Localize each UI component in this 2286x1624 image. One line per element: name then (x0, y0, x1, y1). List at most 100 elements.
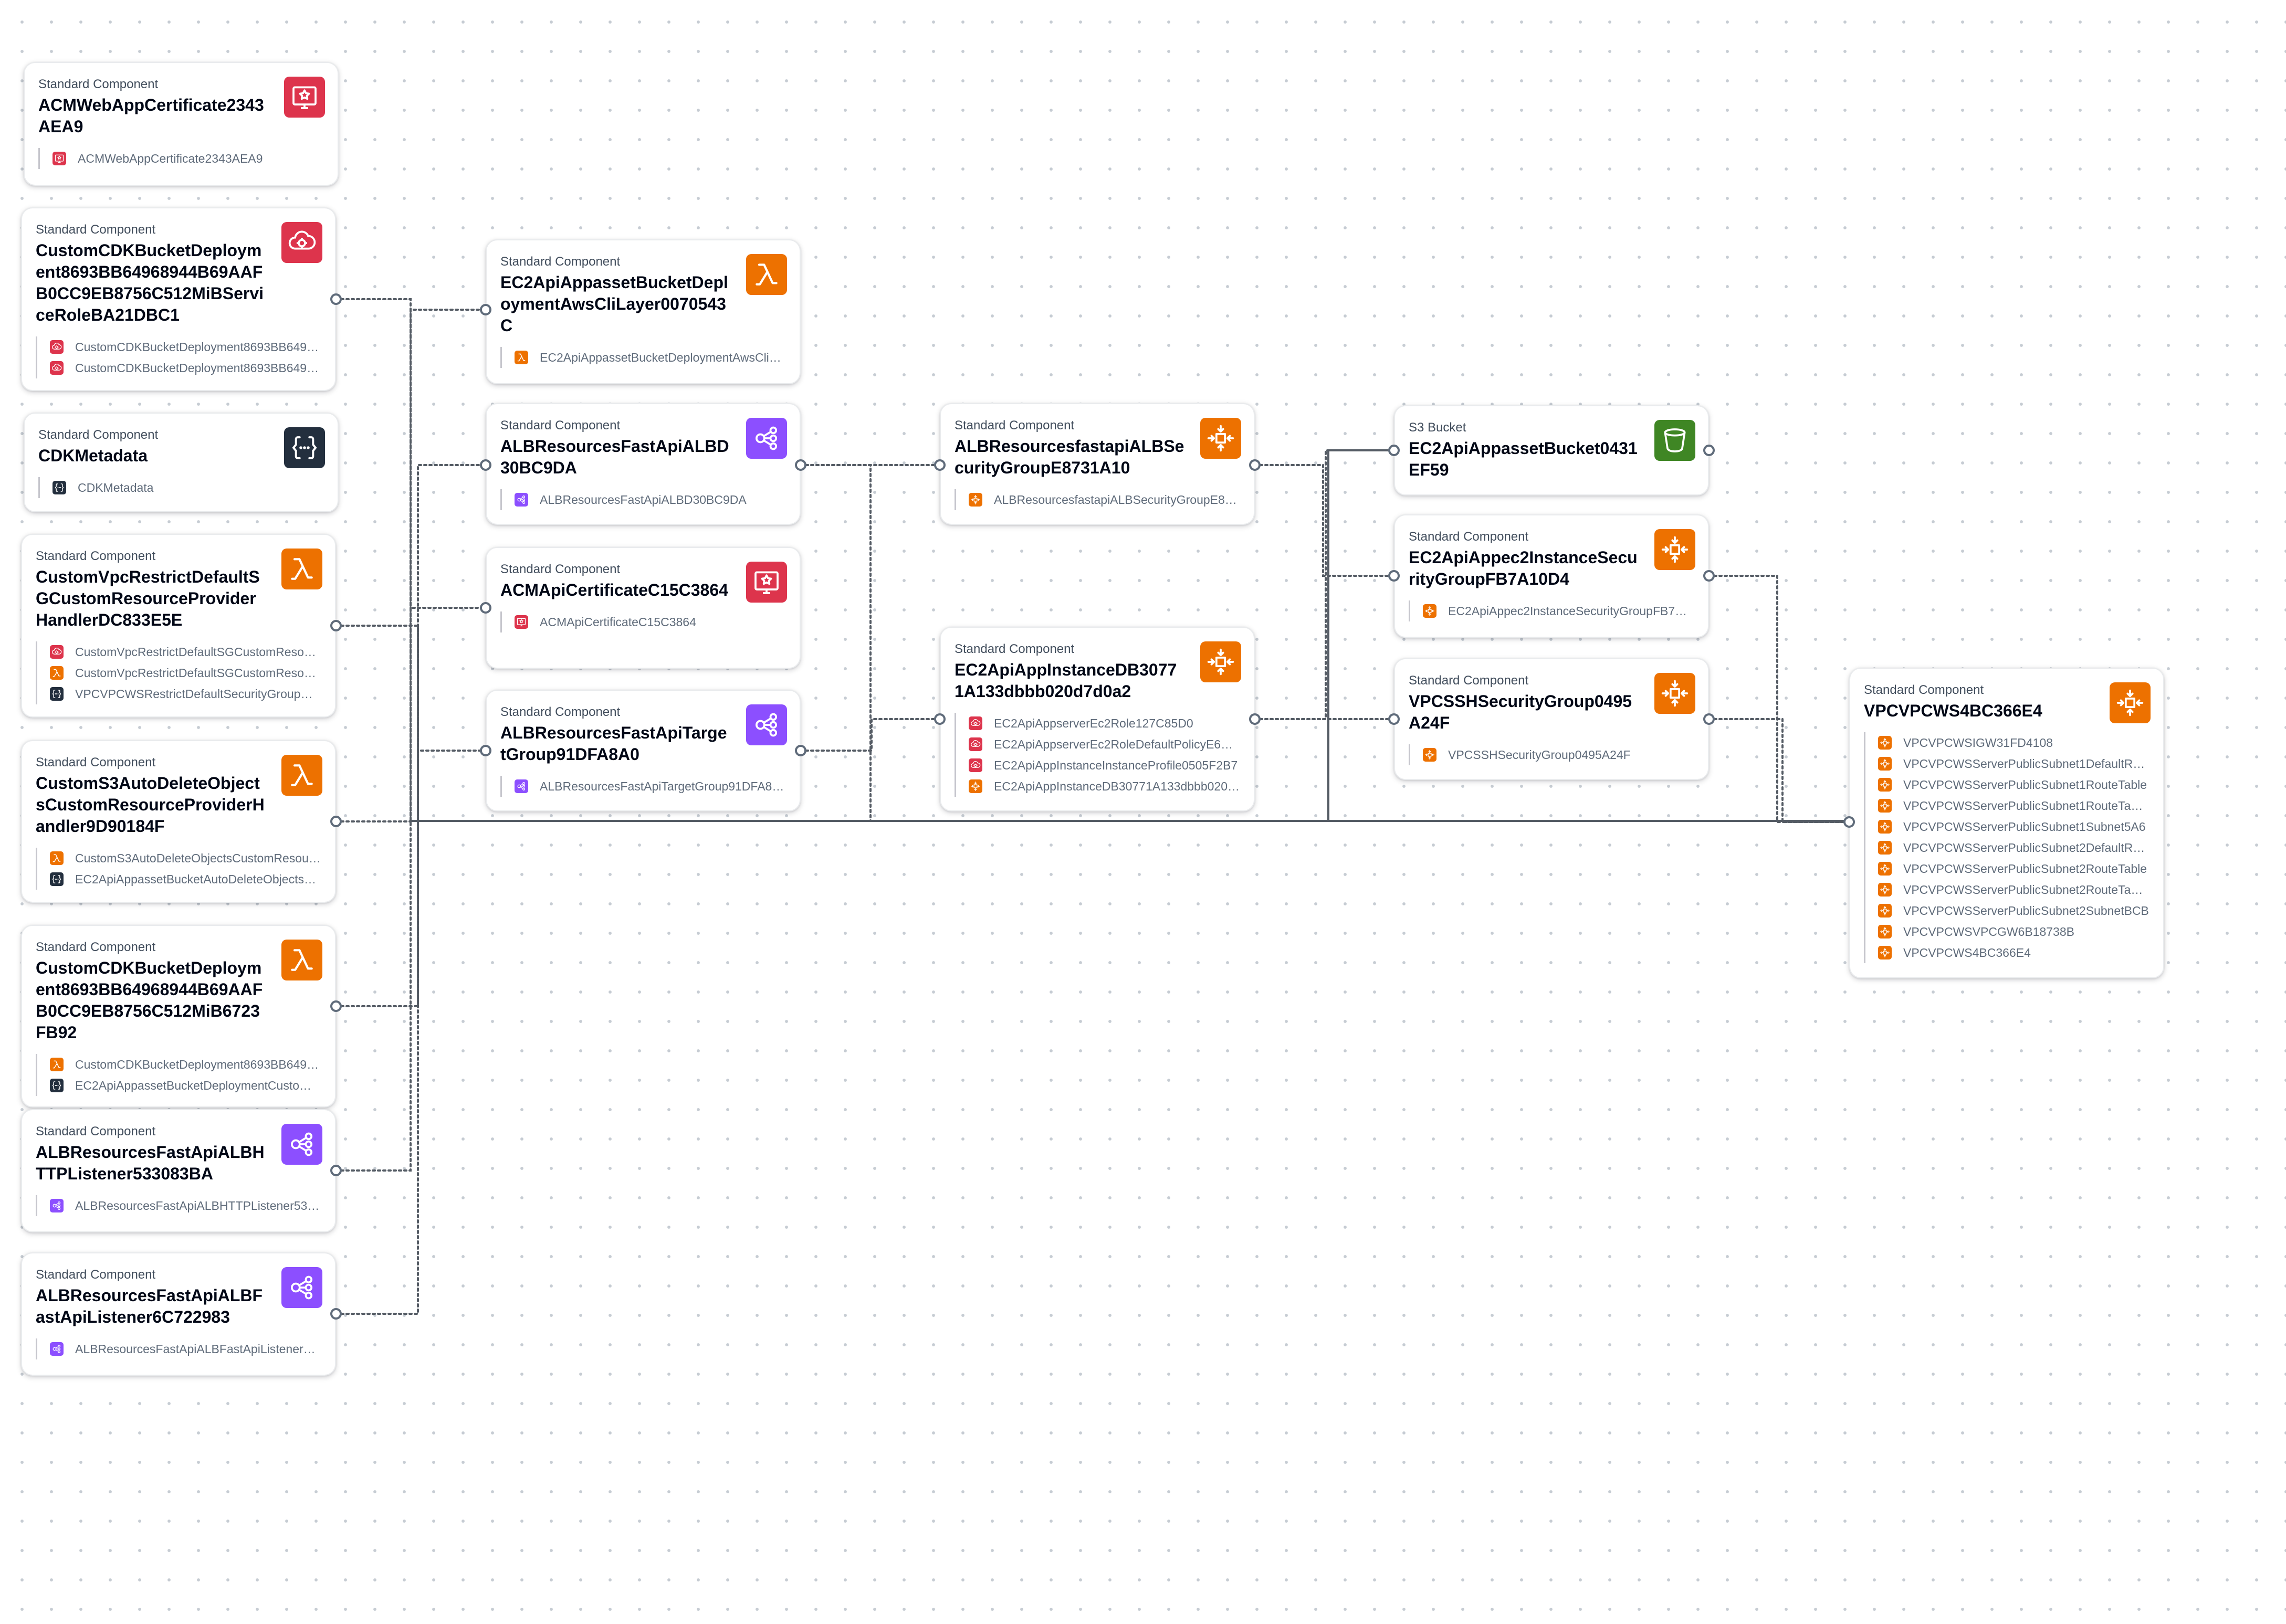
node-type-label: S3 Bucket (1409, 420, 1466, 435)
input-port[interactable] (934, 713, 946, 725)
resource-item[interactable]: EC2ApiAppserverEc2RoleDefaultPolicyE6E1F… (969, 734, 1240, 755)
output-port[interactable] (330, 1165, 342, 1176)
input-port[interactable] (480, 602, 491, 614)
iam-role-icon (969, 737, 982, 751)
lambda-icon (281, 940, 322, 980)
output-port[interactable] (330, 620, 342, 631)
resource-item[interactable]: ALBResourcesFastApiALBD30BC9DA (515, 489, 786, 510)
resource-item[interactable]: EC2ApiAppserverEc2Role127C85D0 (969, 713, 1240, 734)
resource-item[interactable]: VPCVPCWSServerPublicSubnet1DefaultRoute (1878, 753, 2149, 774)
resource-item[interactable]: EC2ApiAppInstanceDB30771A133dbbb020d7d0a… (969, 776, 1240, 797)
resource-item[interactable]: EC2ApiAppassetBucketDeploymentCustomReso… (50, 1075, 321, 1096)
resource-item[interactable]: ACMWebAppCertificate2343AEA9 (53, 148, 324, 169)
input-port[interactable] (480, 745, 491, 756)
resource-label: VPCVPCWSServerPublicSubnet2DefaultRoute (1903, 840, 2149, 855)
output-port[interactable] (1249, 459, 1261, 471)
output-port[interactable] (1703, 713, 1715, 725)
resource-item[interactable]: VPCVPCWSServerPublicSubnet2DefaultRoute (1878, 837, 2149, 858)
metadata-icon (50, 872, 64, 886)
resource-label: VPCVPCWSServerPublicSubnet1RouteTable (1903, 777, 2147, 792)
input-port[interactable] (1388, 445, 1400, 456)
resource-item[interactable]: EC2ApiAppassetBucketDeploymentAwsCliLaye… (515, 347, 786, 368)
security-group-icon (1200, 641, 1241, 682)
resource-item[interactable]: VPCVPCWSIGW31FD4108 (1878, 732, 2149, 753)
resource-item[interactable]: ALBResourcesFastApiALBFastApiListener6C7… (50, 1338, 321, 1359)
elb-icon (515, 779, 528, 793)
output-port[interactable] (1703, 445, 1715, 456)
output-port[interactable] (1703, 570, 1715, 582)
resource-list: ALBResourcesFastApiTargetGroup91DFA8A0 (500, 776, 786, 797)
node-title: VPCVPCWS4BC366E4 (1864, 701, 2042, 720)
input-port[interactable] (1388, 570, 1400, 582)
node-type-label: Standard Component (500, 562, 621, 576)
resource-item[interactable]: ACMApiCertificateC15C3864 (515, 611, 786, 632)
output-port[interactable] (330, 1308, 342, 1320)
resource-label: VPCVPCWSServerPublicSubnet2RouteTableAss… (1903, 882, 2149, 897)
resource-item[interactable]: CustomCDKBucketDeployment8693BB64968944B… (50, 1054, 321, 1075)
resource-item[interactable]: VPCVPCWSServerPublicSubnet2RouteTableAss… (1878, 879, 2149, 900)
resource-item[interactable]: VPCVPCWS4BC366E4 (1878, 942, 2149, 963)
resource-item[interactable]: VPCVPCWSRestrictDefaultSecurityGroupCust… (50, 683, 321, 704)
resource-item[interactable]: VPCVPCWSServerPublicSubnet2RouteTable (1878, 858, 2149, 879)
input-port[interactable] (480, 459, 491, 471)
certificate-icon (746, 562, 787, 603)
resource-item[interactable]: VPCVPCWSVPCGW6B18738B (1878, 921, 2149, 942)
resource-item[interactable]: CustomS3AutoDeleteObjectsCustomResourceP… (50, 848, 321, 869)
output-port[interactable] (795, 745, 806, 756)
resource-item[interactable]: CustomCDKBucketDeployment8693BB64968944B… (50, 336, 321, 357)
resource-item[interactable]: CustomVpcRestrictDefaultSGCustomResource… (50, 641, 321, 662)
node-title: EC2ApiAppec2InstanceSecurityGroupFB7A10D… (1409, 548, 1638, 588)
resource-label: EC2ApiAppserverEc2Role127C85D0 (994, 716, 1193, 730)
resource-item[interactable]: VPCVPCWSServerPublicSubnet2SubnetBCB (1878, 900, 2149, 921)
resource-item[interactable]: ALBResourcesFastApiALBHTTPListener533083… (50, 1195, 321, 1216)
resource-item[interactable]: CustomVpcRestrictDefaultSGCustomResource… (50, 662, 321, 683)
resource-list: CustomCDKBucketDeployment8693BB64968944B… (36, 336, 321, 378)
input-port[interactable] (934, 459, 946, 471)
resource-item[interactable]: VPCVPCWSServerPublicSubnet1Subnet5A6 (1878, 816, 2149, 837)
resource-item[interactable]: ALBResourcesfastapiALBSecurityGroupE8731… (969, 489, 1240, 510)
resource-item[interactable]: EC2ApiAppec2InstanceSecurityGroupFB7A10D… (1423, 600, 1694, 621)
output-port[interactable] (330, 1000, 342, 1012)
resource-item[interactable]: CustomCDKBucketDeployment8693BB64968944B… (50, 357, 321, 378)
resource-label: EC2ApiAppassetBucketDeploymentAwsCliLaye… (540, 350, 786, 364)
security-group-icon (1878, 799, 1892, 813)
output-port[interactable] (330, 293, 342, 305)
input-port[interactable] (1843, 816, 1855, 828)
node-type-label: Standard Component (38, 428, 159, 442)
resource-item[interactable]: CDKMetadata (53, 477, 324, 498)
lambda-icon (50, 666, 64, 680)
output-port[interactable] (795, 459, 806, 471)
resource-item[interactable]: VPCVPCWSServerPublicSubnet1RouteTable (1878, 774, 2149, 795)
edge-alb-sg-to-ec2-sg (1254, 464, 1395, 577)
security-group-icon (1878, 841, 1892, 855)
resource-item[interactable]: EC2ApiAppassetBucketAutoDeleteObjectsCus… (50, 869, 321, 890)
output-port[interactable] (330, 816, 342, 827)
output-port[interactable] (1249, 713, 1261, 725)
input-port[interactable] (480, 304, 491, 315)
resource-item[interactable]: ALBResourcesFastApiTargetGroup91DFA8A0 (515, 776, 786, 797)
node-type-label: Standard Component (500, 255, 621, 269)
input-port[interactable] (1388, 713, 1400, 725)
resource-item[interactable]: VPCSSHSecurityGroup0495A24F (1423, 744, 1694, 765)
resource-item[interactable]: VPCVPCWSServerPublicSubnet1RouteTableAss… (1878, 795, 2149, 816)
resource-item[interactable]: EC2ApiAppInstanceInstanceProfile0505F2B7 (969, 755, 1240, 776)
